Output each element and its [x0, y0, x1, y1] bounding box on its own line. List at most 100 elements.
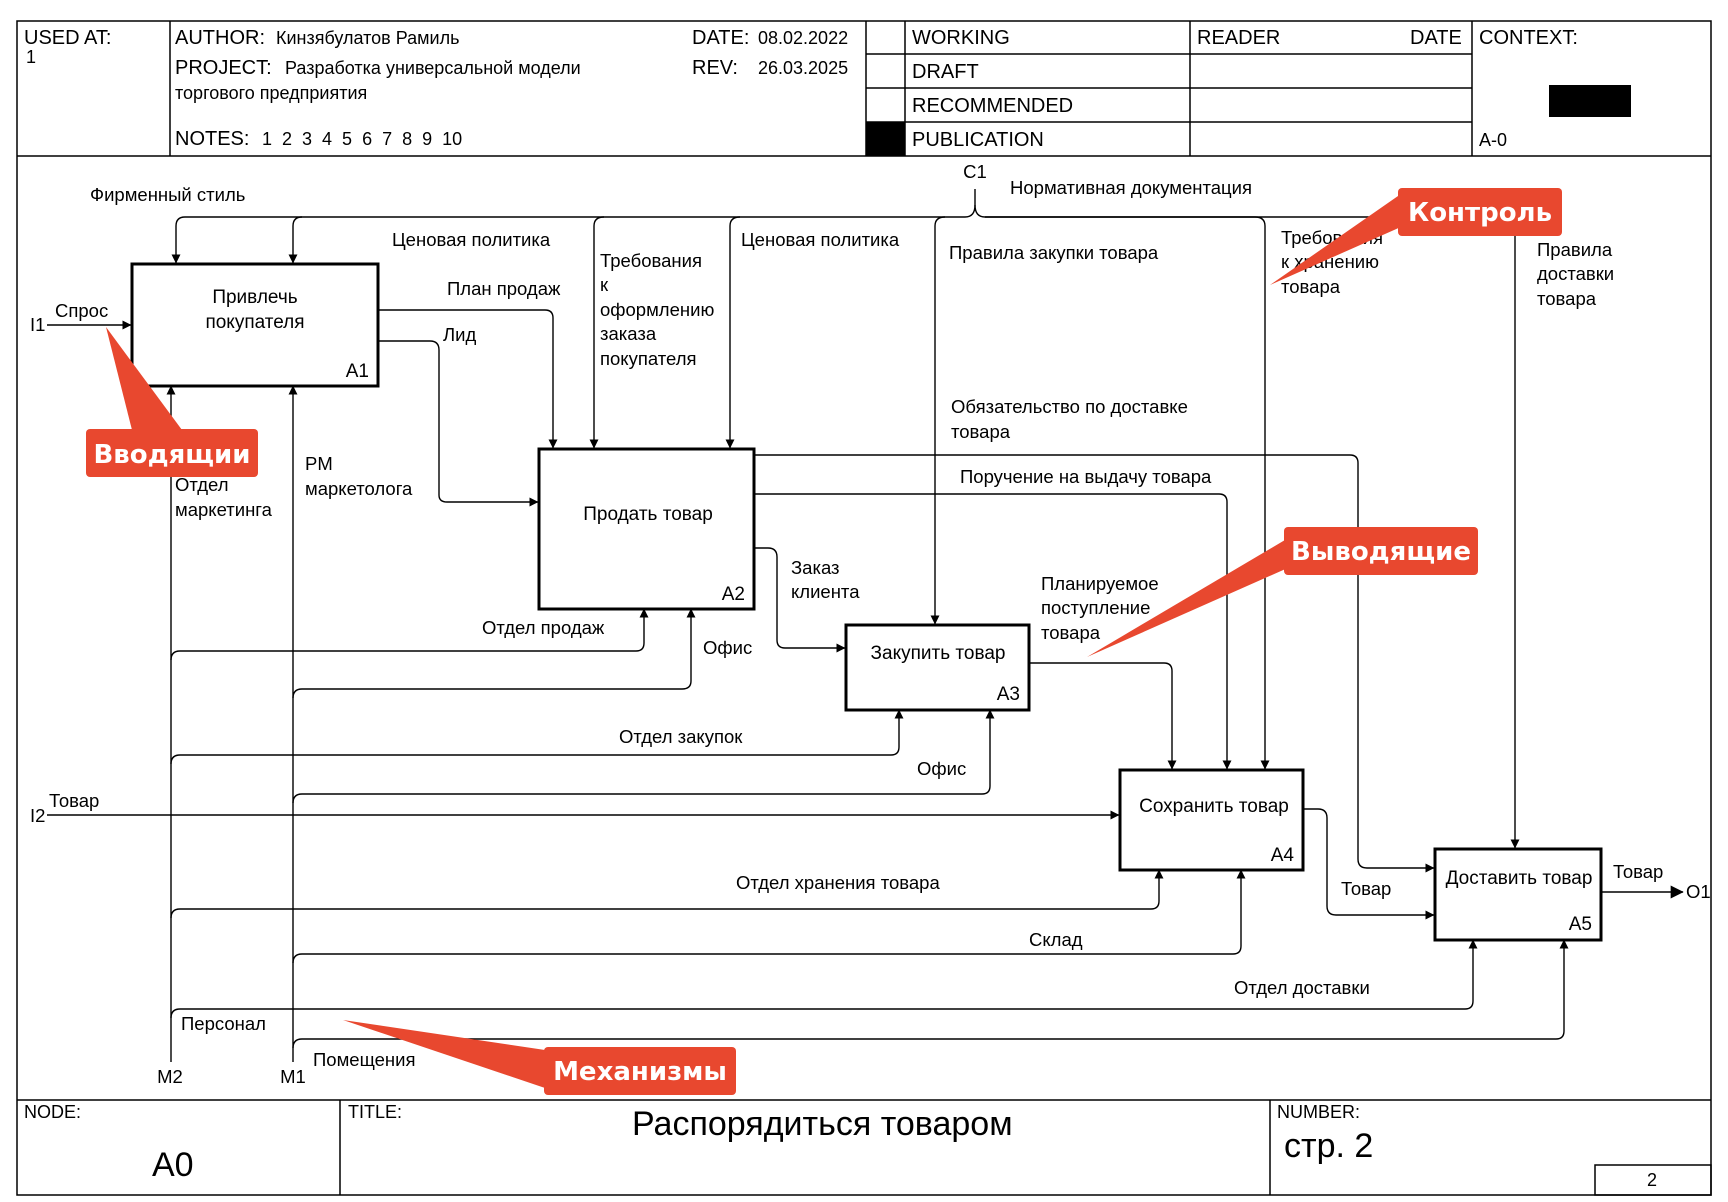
box-a1-title-2: покупателя	[205, 312, 304, 333]
box-a4-id: A4	[1271, 845, 1295, 866]
callout-mechanisms-pointer	[343, 1020, 545, 1088]
box-a5-title: Доставить товар	[1446, 868, 1593, 889]
callout-outputs-text: Выводящие	[1291, 537, 1471, 567]
box-a1	[130, 262, 380, 388]
box-a4-title: Сохранить товар	[1139, 796, 1289, 817]
arrow-purchase-dept	[170, 709, 904, 765]
arrow-client-order	[754, 547, 846, 653]
author-label: AUTHOR:	[175, 27, 265, 49]
box-a5-id: A5	[1569, 914, 1592, 935]
label-pm-marketer-1: PM	[305, 453, 333, 474]
arrow-sales-plan	[378, 309, 558, 449]
callout-control-pointer	[1270, 196, 1412, 285]
box-a5	[1433, 847, 1603, 942]
arrow-delivery-dept	[170, 939, 1478, 1019]
status-recommended: RECOMMENDED	[912, 95, 1073, 117]
tunnel-o1: O1	[1686, 881, 1711, 902]
title-label: TITLE:	[348, 1102, 402, 1122]
callout-mechanisms: Механизмы	[343, 1020, 736, 1095]
tunnel-m1: M1	[280, 1066, 306, 1087]
label-office-1: Офис	[703, 637, 752, 658]
label-price-policy-1: Ценовая политика	[392, 229, 551, 250]
notes-label: NOTES:	[175, 128, 249, 150]
box-a1-id: A1	[346, 361, 369, 382]
publication-marker	[866, 122, 905, 156]
label-storage-req-3: товара	[1281, 276, 1341, 297]
arrow-sales-dept	[170, 608, 649, 661]
box-a2-title: Продать товар	[583, 504, 713, 525]
callout-inputs-pointer	[106, 327, 182, 430]
arrow-warehouse	[292, 869, 1246, 964]
status-draft: DRAFT	[912, 61, 979, 83]
arrow-issue-order	[754, 493, 1232, 770]
tunnel-i2: I2	[30, 805, 45, 826]
rev-label: REV:	[692, 57, 738, 79]
label-premises: Помещения	[313, 1049, 415, 1070]
arrow-c1-trunk	[171, 189, 976, 264]
label-marketing-dept-1: Отдел	[175, 474, 229, 495]
label-planned-receipt-2: поступление	[1041, 597, 1150, 618]
context-marker	[1549, 85, 1631, 117]
project-line-2: торгового предприятия	[175, 83, 367, 103]
diagram-title: Распорядиться товаром	[632, 1105, 1013, 1143]
context-label: CONTEXT:	[1479, 27, 1578, 49]
label-sales-plan: План продаж	[447, 278, 561, 299]
date-label: DATE:	[692, 27, 749, 49]
number-label: NUMBER:	[1277, 1102, 1360, 1122]
used-at-label: USED AT:	[24, 27, 111, 49]
callout-inputs: Вводящии	[86, 327, 258, 477]
box-a2	[537, 447, 756, 611]
notes-numbers: 1 2 3 4 5 6 7 8 9 10	[262, 129, 462, 149]
arrow-premises	[292, 939, 1569, 1049]
arrow-delivery-obligation	[754, 454, 1435, 873]
status-working: WORKING	[912, 27, 1010, 49]
arrow-goods-a4-a5	[1303, 808, 1435, 920]
box-a3-title: Закупить товар	[871, 643, 1006, 664]
callout-control: Контроль	[1270, 188, 1562, 285]
author-value: Кинзябулатов Рамиль	[276, 28, 459, 48]
label-storage-dept: Отдел хранения товара	[736, 872, 940, 893]
number-value: стр. 2	[1284, 1127, 1373, 1165]
label-delivery-dept: Отдел доставки	[1234, 977, 1370, 998]
label-order-req-3: оформлению	[600, 299, 714, 320]
label-planned-receipt-1: Планируемое	[1041, 573, 1159, 594]
node-label: NODE:	[24, 1102, 81, 1122]
reader-label: READER	[1197, 27, 1280, 49]
label-planned-receipt-3: товара	[1041, 622, 1101, 643]
label-delivery-rules-2: доставки	[1537, 263, 1614, 284]
box-a1-title-1: Привлечь	[212, 287, 297, 308]
status-publication: PUBLICATION	[912, 129, 1044, 151]
label-client-order-1: Заказ	[791, 557, 840, 578]
callouts: Контроль Вводящии Выводящие Механизмы	[86, 188, 1562, 1095]
arrow-order-req	[589, 216, 605, 449]
arrow-planned-receipt	[1029, 662, 1177, 770]
box-a4	[1118, 768, 1305, 872]
project-line-1: Разработка универсальной модели	[285, 58, 581, 78]
callout-mechanisms-text: Механизмы	[553, 1057, 727, 1087]
arrow-firm-style	[288, 216, 303, 264]
label-firm-style: Фирменный стиль	[90, 184, 245, 205]
label-delivery-rules-1: Правила	[1537, 239, 1613, 260]
label-price-policy-2: Ценовая политика	[741, 229, 900, 250]
label-client-order-2: клиента	[791, 581, 860, 602]
label-goods-out: Товар	[1613, 861, 1663, 882]
label-purchase-dept: Отдел закупок	[619, 726, 743, 747]
arrow-office-2	[292, 709, 995, 804]
project-label: PROJECT:	[175, 57, 272, 79]
arrow-price-policy-2	[725, 216, 741, 449]
box-a3-id: A3	[997, 684, 1020, 705]
arrow-office-1	[292, 608, 696, 699]
label-order-req-2: к	[600, 274, 609, 295]
label-sales-dept: Отдел продаж	[482, 617, 605, 638]
date-value: 08.02.2022	[758, 28, 848, 48]
label-warehouse: Склад	[1029, 929, 1083, 950]
callout-inputs-text: Вводящии	[93, 440, 250, 470]
label-office-2: Офис	[917, 758, 966, 779]
label-lead: Лид	[443, 324, 476, 345]
label-normativ: Нормативная документация	[1010, 177, 1252, 198]
label-delivery-obligation-2: товара	[951, 421, 1011, 442]
context-node: A-0	[1479, 130, 1507, 150]
label-delivery-obligation-1: Обязательство по доставке	[951, 396, 1188, 417]
label-delivery-rules-3: товара	[1537, 288, 1597, 309]
tunnel-c1: C1	[963, 161, 987, 182]
